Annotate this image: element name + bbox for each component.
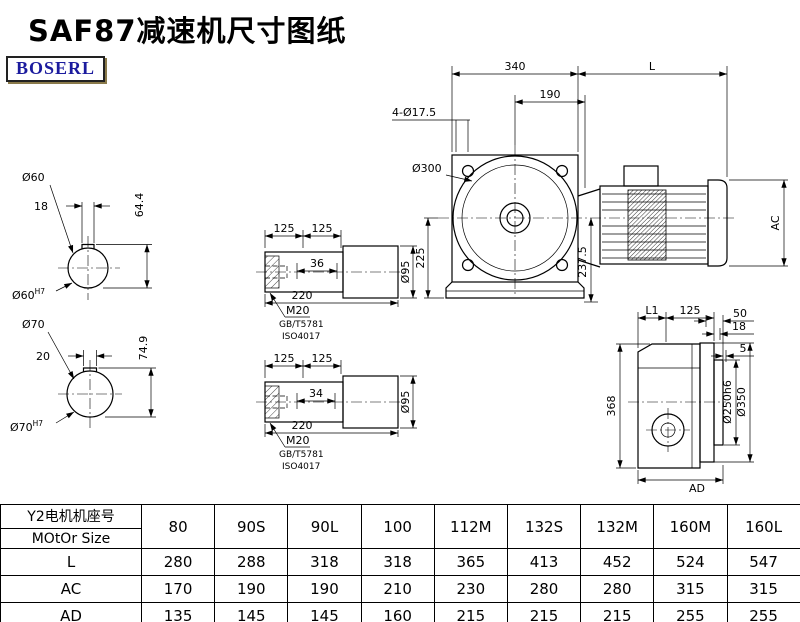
shaft-detail-view-top: 125 125 36 220 Ø95 M20 GB/T5781 ISO4017 (256, 222, 417, 342)
table-col-header: 132S (506, 504, 582, 549)
table-row-AC: AC 170 190 190 210 230 280 280 315 315 (0, 575, 800, 603)
table-cell: 160 (360, 602, 435, 622)
dim-key-width-60: 18 (34, 200, 48, 213)
table-cell: 190 (214, 575, 289, 603)
dim-height-237: 237.5 (576, 246, 589, 278)
thread-callout-bottom: M20 (286, 434, 310, 447)
dim-height-368: 368 (605, 396, 618, 417)
table-cell: 210 (360, 575, 435, 603)
table-header-row: Y2电机机座号 MOtOr Size 80 90S 90L 100 112M 1… (0, 504, 800, 549)
table-col-header: 80 (140, 504, 216, 549)
standard-gb-top: GB/T5781 (279, 320, 324, 330)
table-cell: 230 (433, 575, 508, 603)
table-row-L: L 280 288 318 318 365 413 452 524 547 (0, 548, 800, 576)
table-col-header: 160M (653, 504, 728, 549)
table-cell: 255 (726, 602, 800, 622)
gearbox-side-view: L1 125 50 18 5 368 Ø250h6 Ø350 AD (605, 304, 754, 495)
shaft-end-view-60: 18 Ø60 64.4 Ø60H7 (12, 171, 152, 302)
table-cell: 365 (433, 548, 508, 576)
table-cell: 318 (287, 548, 362, 576)
dim-50: 50 (733, 307, 747, 320)
dim-center-height-225: 225 (414, 248, 427, 269)
shaft-end-view-70: 20 Ø70 74.9 Ø70H7 (10, 318, 156, 434)
technical-drawing: 18 Ø60 64.4 Ø60H7 20 Ø70 74.9 Ø70H7 125 … (10, 60, 788, 495)
table-cell: 145 (214, 602, 289, 622)
table-cell: 315 (653, 575, 728, 603)
table-col-header: 160L (726, 504, 800, 549)
table-cell: 145 (287, 602, 362, 622)
table-cell: 215 (506, 602, 582, 622)
standard-iso-top: ISO4017 (282, 332, 320, 342)
dim-spigot-dia-250: Ø250h6 (721, 380, 734, 424)
shaft-detail-view-bottom: 125 125 34 220 Ø95 M20 GB/T5781 ISO4017 (256, 352, 417, 472)
table-cell: 215 (580, 602, 655, 622)
gearbox-front-view: 340 L 190 4-Ø17.5 Ø300 225 237.5 AC (392, 60, 788, 303)
dim-5: 5 (740, 342, 747, 355)
row-label-L: L (0, 548, 142, 576)
table-header-motor-size: Y2电机机座号 MOtOr Size (0, 504, 142, 549)
table-cell: 413 (506, 548, 582, 576)
holes-callout: 4-Ø17.5 (392, 106, 436, 119)
table-cell: 280 (140, 548, 216, 576)
dim-pitch2-bottom: 125 (312, 352, 333, 365)
table-col-header: 132M (580, 504, 655, 549)
table-col-header: 90S (214, 504, 289, 549)
thread-callout-top: M20 (286, 304, 310, 317)
dim-motor-height-AC: AC (769, 215, 782, 230)
dim-dia95-bottom: Ø95 (399, 391, 412, 414)
table-header-line1: Y2电机机座号 (1, 505, 141, 529)
dim-length-top: 220 (292, 289, 313, 302)
table-cell: 280 (580, 575, 655, 603)
dim-flange-dia-350: Ø350 (735, 387, 748, 417)
row-label-AC: AC (0, 575, 142, 603)
dim-dia95-top: Ø95 (399, 261, 412, 284)
dim-pitch1-bottom: 125 (274, 352, 295, 365)
dim-dia-70: Ø70 (22, 318, 45, 331)
table-cell: 170 (140, 575, 216, 603)
table-col-header: 90L (287, 504, 362, 549)
dim-key-width-70: 20 (36, 350, 50, 363)
standard-gb-bottom: GB/T5781 (279, 450, 324, 460)
table-header-line2: MOtOr Size (31, 531, 111, 547)
dim-offset-190: 190 (540, 88, 561, 101)
dim-pitch1-top: 125 (274, 222, 295, 235)
table-cell: 524 (653, 548, 728, 576)
dim-18: 18 (732, 320, 746, 333)
table-cell: 547 (726, 548, 800, 576)
table-cell: 452 (580, 548, 655, 576)
table-cell: 288 (214, 548, 289, 576)
dim-L1: L1 (645, 304, 658, 317)
table-cell: 215 (433, 602, 508, 622)
table-cell: 135 (140, 602, 216, 622)
dim-AD: AD (689, 482, 705, 495)
dim-pitch2-top: 125 (312, 222, 333, 235)
dim-depth-top: 36 (310, 257, 324, 270)
dim-125-side: 125 (680, 304, 701, 317)
table-cell: 315 (726, 575, 800, 603)
table-cell: 318 (360, 548, 435, 576)
dim-key-height-60: 64.4 (133, 193, 146, 218)
page-title: SAF87减速机尺寸图纸 (28, 14, 347, 48)
dim-dia-60: Ø60 (22, 171, 45, 184)
table-col-header: 112M (433, 504, 508, 549)
dim-fit-70: Ø70H7 (10, 419, 43, 434)
table-row-AD: AD 135 145 145 160 215 215 215 255 255 (0, 602, 800, 622)
dim-depth-bottom: 34 (309, 387, 323, 400)
row-label-AD: AD (0, 602, 142, 622)
dim-motor-length-L: L (649, 60, 656, 73)
dim-width-340: 340 (505, 60, 526, 73)
dim-fit-60: Ø60H7 (12, 287, 45, 302)
dim-key-height-70: 74.9 (137, 336, 150, 361)
table-cell: 255 (653, 602, 728, 622)
dim-flange-dia-300: Ø300 (412, 162, 442, 175)
table-col-header: 100 (360, 504, 435, 549)
table-cell: 190 (287, 575, 362, 603)
brand-logo: BOSERL (6, 56, 106, 82)
dim-length-bottom: 220 (292, 419, 313, 432)
dimension-table: Y2电机机座号 MOtOr Size 80 90S 90L 100 112M 1… (0, 504, 800, 622)
table-cell: 280 (506, 575, 582, 603)
standard-iso-bottom: ISO4017 (282, 462, 320, 472)
